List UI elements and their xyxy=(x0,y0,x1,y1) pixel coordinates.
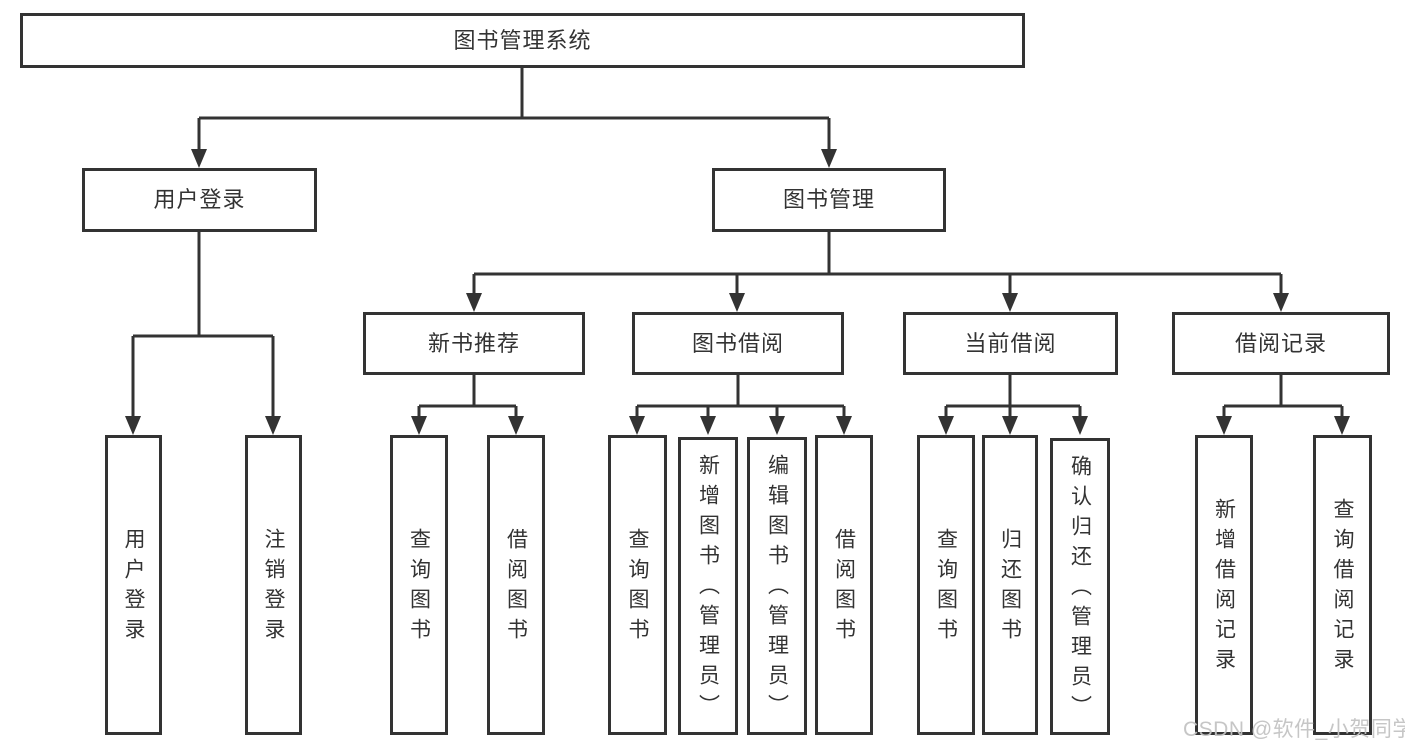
leaf-borrow-books-recommend: 借阅图书 xyxy=(487,435,545,735)
leaf-edit-books-admin: 编辑图书（管理员） xyxy=(747,437,807,735)
leaf-user-login: 用户登录 xyxy=(105,435,162,735)
node-current-borrowing: 当前借阅 xyxy=(903,312,1118,375)
leaf-return-books: 归还图书 xyxy=(982,435,1038,735)
node-book-management: 图书管理 xyxy=(712,168,946,232)
leaf-query-books-recommend: 查询图书 xyxy=(390,435,448,735)
node-book-borrowing: 图书借阅 xyxy=(632,312,844,375)
node-library-management-system: 图书管理系统 xyxy=(20,13,1025,68)
leaf-query-books-current: 查询图书 xyxy=(917,435,975,735)
leaf-confirm-return-admin: 确认归还（管理员） xyxy=(1050,438,1110,735)
leaf-add-books-admin: 新增图书（管理员） xyxy=(678,437,738,735)
leaf-borrow-books: 借阅图书 xyxy=(815,435,873,735)
leaf-add-borrow-record: 新增借阅记录 xyxy=(1195,435,1253,735)
node-borrowing-records: 借阅记录 xyxy=(1172,312,1390,375)
node-new-book-recommendation: 新书推荐 xyxy=(363,312,585,375)
csdn-watermark: CSDN @软件_小贺同学 xyxy=(1183,718,1405,741)
leaf-query-books-borrowing: 查询图书 xyxy=(608,435,667,735)
leaf-logout: 注销登录 xyxy=(245,435,302,735)
leaf-query-borrow-record: 查询借阅记录 xyxy=(1313,435,1372,735)
node-user-login-branch: 用户登录 xyxy=(82,168,317,232)
